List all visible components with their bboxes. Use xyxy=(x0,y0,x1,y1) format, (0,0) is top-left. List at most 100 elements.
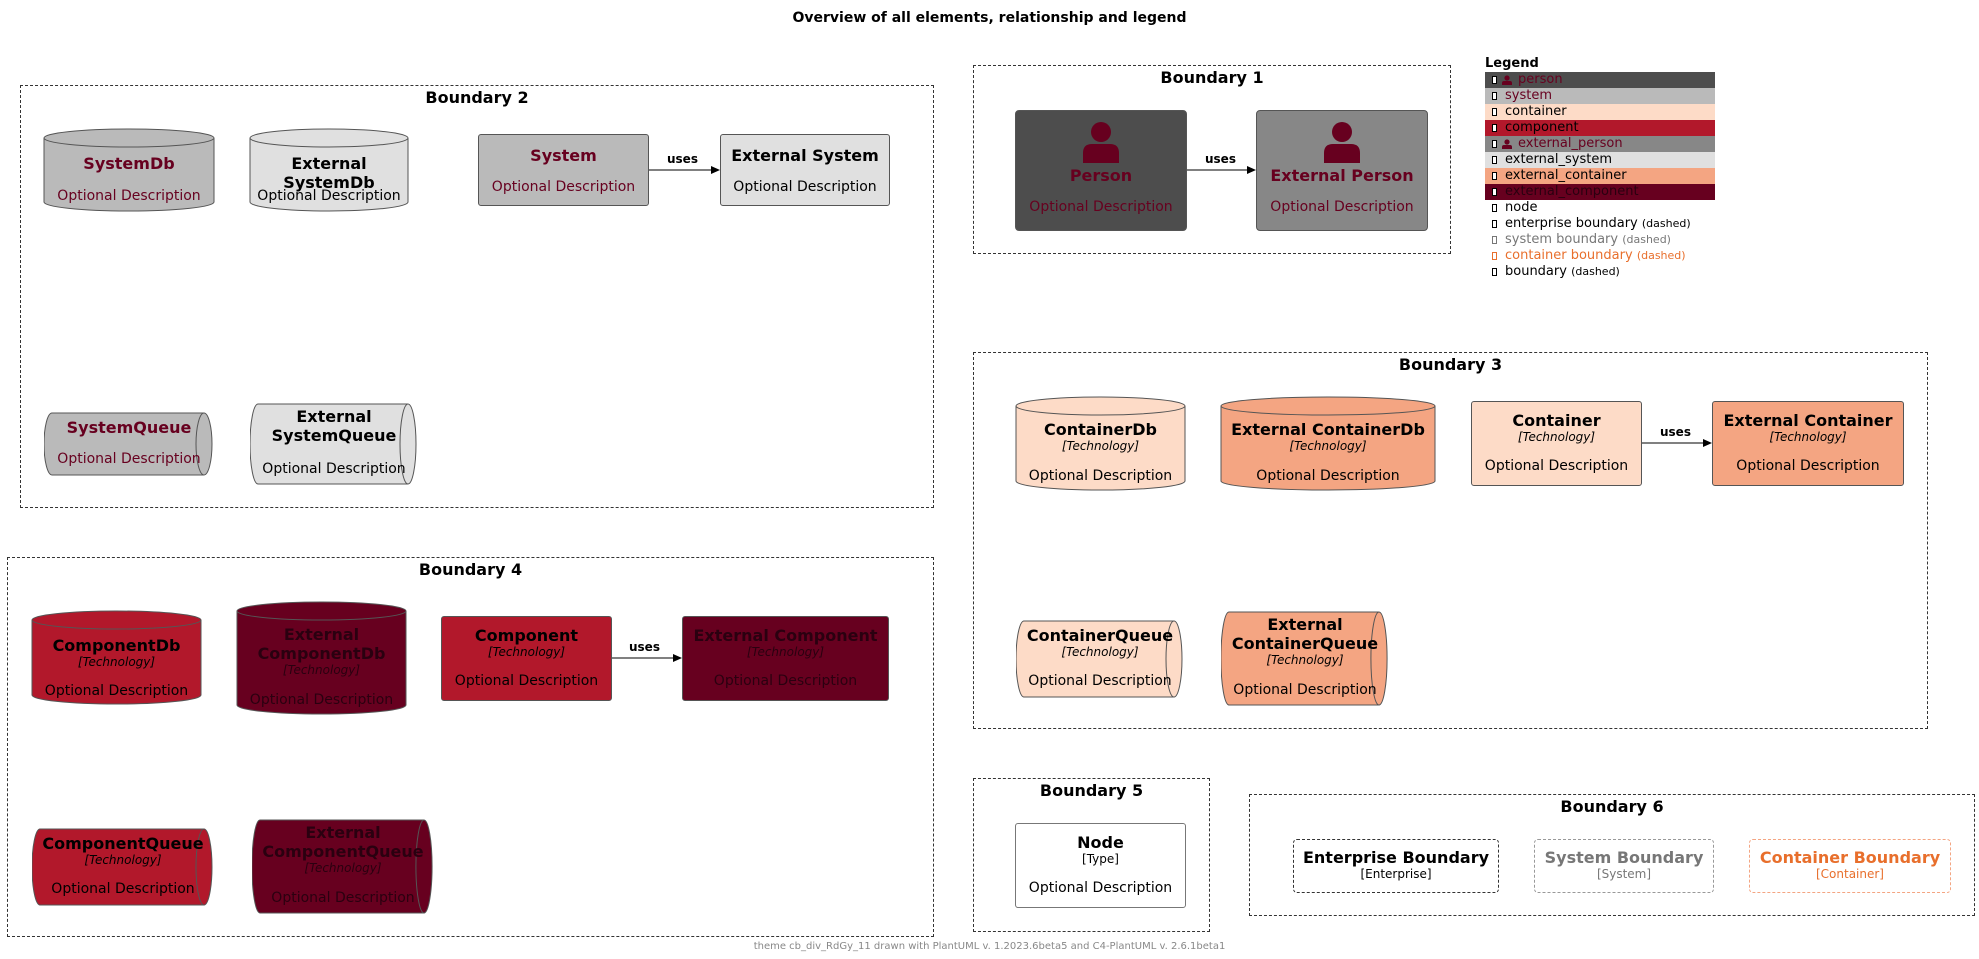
container-boundary-type: [Container] xyxy=(1815,867,1884,881)
external-system-desc: Optional Description xyxy=(733,179,877,195)
legend-container-boundary: container boundary (dashed) xyxy=(1485,248,1715,264)
external-person-name: External Person xyxy=(1270,166,1414,185)
boundary-title: Boundary 2 xyxy=(425,88,529,107)
external-system-queue-desc: Optional Description xyxy=(262,461,406,477)
system-db-desc: Optional Description xyxy=(57,188,201,204)
system-boundary-type: [System] xyxy=(1596,867,1652,881)
relationship-arrow xyxy=(649,166,720,174)
enterprise-boundary-name: Enterprise Boundary xyxy=(1302,848,1490,867)
external-system-db[interactable]: External SystemDb Optional Description xyxy=(249,128,409,212)
legend-external-system: external_system xyxy=(1485,152,1715,168)
container-desc: Optional Description xyxy=(1484,458,1629,474)
boundary-5: Boundary 5 xyxy=(973,778,1210,932)
boundary-4: Boundary 4 xyxy=(7,557,934,937)
system[interactable]: System Optional Description xyxy=(478,134,649,206)
diagram-title: Overview of all elements, relationship a… xyxy=(792,10,1187,26)
relationship-arrow xyxy=(1187,166,1256,174)
relationship-label: uses xyxy=(1205,152,1236,166)
component[interactable]: Component [Technology] Optional Descript… xyxy=(441,616,612,701)
person[interactable]: Person Optional Description xyxy=(1015,110,1187,231)
component-queue[interactable]: ComponentQueue [Technology] Optional Des… xyxy=(32,828,214,906)
legend-enterprise-boundary: enterprise boundary (dashed) xyxy=(1485,216,1715,232)
external-container[interactable]: External Container [Technology] Optional… xyxy=(1712,401,1904,486)
node-desc: Optional Description xyxy=(1028,880,1173,896)
external-component-db-name-1: External xyxy=(283,625,360,644)
legend-person: person xyxy=(1485,72,1715,88)
boundary-1: Boundary 1 xyxy=(973,65,1451,254)
system-boundary[interactable]: System Boundary [System] xyxy=(1534,839,1714,893)
external-system-db-name: External SystemDb xyxy=(283,154,375,192)
enterprise-boundary[interactable]: Enterprise Boundary [Enterprise] xyxy=(1293,839,1499,893)
external-system-queue-name-2: SystemQueue xyxy=(271,426,397,445)
external-container-queue[interactable]: External ContainerQueue [Technology] Opt… xyxy=(1221,611,1389,706)
external-system-queue-name-1: External xyxy=(296,407,372,426)
system-queue[interactable]: SystemQueue Optional Description xyxy=(44,412,214,476)
external-container-name: External Container xyxy=(1723,411,1893,430)
external-container-db-tech: [Technology] xyxy=(1289,439,1367,453)
external-system-queue[interactable]: External SystemQueue Optional Descriptio… xyxy=(250,403,418,485)
container[interactable]: Container [Technology] Optional Descript… xyxy=(1471,401,1642,486)
external-component-queue-tech: [Technology] xyxy=(304,861,382,875)
legend-boundary: boundary (dashed) xyxy=(1485,264,1715,280)
legend-component: component xyxy=(1485,120,1715,136)
person-icon xyxy=(1083,122,1119,163)
component-queue-desc: Optional Description xyxy=(51,881,195,897)
external-component[interactable]: External Component [Technology] Optional… xyxy=(682,616,889,701)
external-container-db[interactable]: External ContainerDb [Technology] Option… xyxy=(1220,396,1436,491)
component-queue-tech: [Technology] xyxy=(84,853,162,867)
container-boundary-name: Container Boundary xyxy=(1759,848,1941,867)
person-icon xyxy=(1324,122,1360,163)
external-container-tech: [Technology] xyxy=(1769,430,1847,444)
legend-external-component: external_component xyxy=(1485,184,1715,200)
node[interactable]: Node [Type] Optional Description xyxy=(1015,823,1186,908)
external-system[interactable]: External System Optional Description xyxy=(720,134,890,206)
boundary-title: Boundary 3 xyxy=(1398,355,1503,374)
external-container-queue-name-1: External xyxy=(1267,615,1343,634)
external-component-name: External Component xyxy=(693,626,878,645)
system-db[interactable]: SystemDb Optional Description xyxy=(43,128,215,212)
relationship-label: uses xyxy=(667,152,698,166)
container-queue[interactable]: ContainerQueue [Technology] Optional Des… xyxy=(1016,620,1184,698)
boundary-title: Boundary 1 xyxy=(1160,68,1264,87)
component-desc: Optional Description xyxy=(454,673,599,689)
boundary-title: Boundary 6 xyxy=(1560,797,1664,816)
external-component-db-name-2: ComponentDb xyxy=(257,644,386,663)
legend: Legend person system container component… xyxy=(1485,56,1715,280)
external-component-queue[interactable]: External ComponentQueue [Technology] Opt… xyxy=(252,819,434,914)
external-component-queue-name-1: External xyxy=(305,823,381,842)
container-db-tech: [Technology] xyxy=(1061,439,1140,453)
component-db[interactable]: ComponentDb [Technology] Optional Descri… xyxy=(31,610,202,705)
component-queue-name: ComponentQueue xyxy=(42,834,204,853)
external-component-queue-name-2: ComponentQueue xyxy=(262,842,424,861)
boundary-title: Boundary 5 xyxy=(1039,781,1144,800)
external-container-queue-desc: Optional Description xyxy=(1233,682,1377,698)
component-db-tech: [Technology] xyxy=(77,655,156,669)
container-queue-tech: [Technology] xyxy=(1061,645,1139,659)
external-person[interactable]: External Person Optional Description xyxy=(1256,110,1428,231)
boundary-3: Boundary 3 xyxy=(973,352,1928,729)
system-queue-name: SystemQueue xyxy=(66,418,192,437)
container-boundary[interactable]: Container Boundary [Container] xyxy=(1749,839,1951,893)
legend-container: container xyxy=(1485,104,1715,120)
relationship-label: uses xyxy=(1660,425,1691,439)
component-db-desc: Optional Description xyxy=(44,683,189,699)
external-container-queue-tech: [Technology] xyxy=(1266,653,1344,667)
external-component-db-desc: Optional Description xyxy=(249,692,394,708)
external-container-queue-name-2: ContainerQueue xyxy=(1231,634,1379,653)
external-system-db-desc: Optional Description xyxy=(257,188,401,204)
legend-system: system xyxy=(1485,88,1715,104)
relationship-arrow xyxy=(1642,439,1712,447)
external-component-desc: Optional Description xyxy=(713,673,858,689)
person-icon xyxy=(1502,139,1512,149)
container-db[interactable]: ContainerDb [Technology] Optional Descri… xyxy=(1015,396,1186,491)
footer-credit: theme cb_div_RdGy_11 drawn with PlantUML… xyxy=(753,941,1226,952)
external-component-db[interactable]: External ComponentDb [Technology] Option… xyxy=(236,601,407,715)
person-icon xyxy=(1502,75,1512,85)
system-queue-desc: Optional Description xyxy=(57,451,201,467)
container-db-name: ContainerDb xyxy=(1044,420,1157,439)
legend-external-person: external_person xyxy=(1485,136,1715,152)
container-queue-desc: Optional Description xyxy=(1028,673,1172,689)
container-tech: [Technology] xyxy=(1517,430,1596,444)
node-name: Node xyxy=(1077,833,1124,852)
